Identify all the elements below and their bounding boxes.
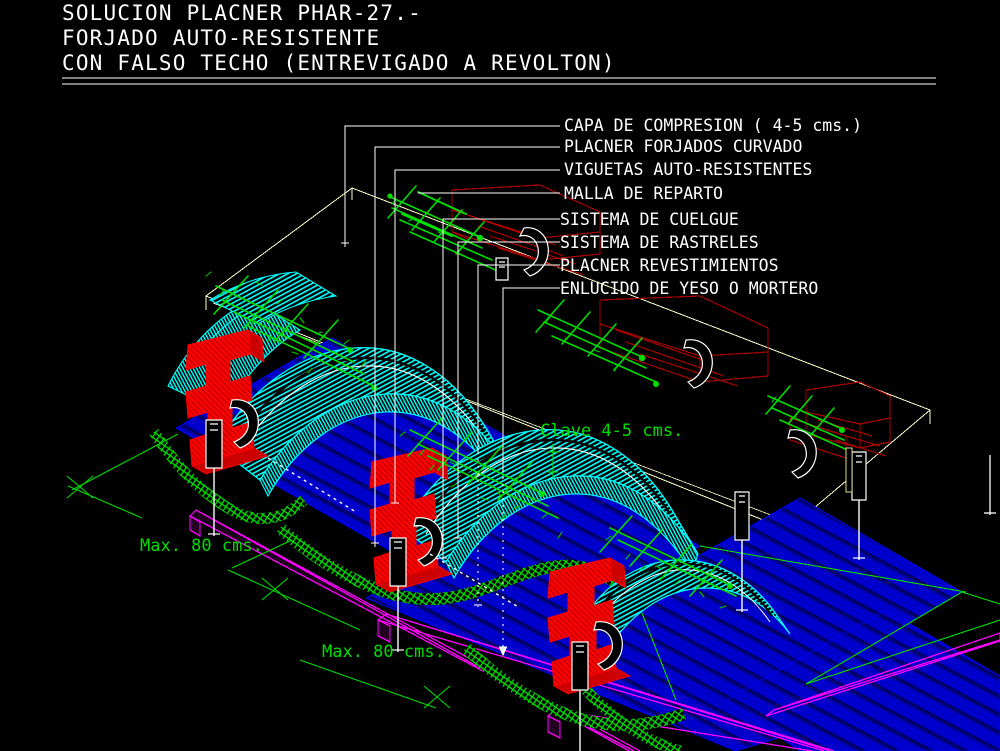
concrete-aggregate-speckle [205,198,827,609]
panel-joint-marks [267,457,521,609]
title-line-3: CON FALSO TECHO (ENTREVIGADO A REVOLTON) [62,51,616,75]
dimension-label-1: Max. 80 cms. [322,642,445,662]
vault-2 [401,428,699,580]
joist-wire-2 [599,295,769,387]
callout-label-4: SISTEMA DE CUELGUE [560,210,739,229]
dimension-1 [66,433,179,519]
vault-3 [591,559,791,642]
title-line-2: FORJADO AUTO-RESISTENTE [62,26,380,50]
callout-label-0: CAPA DE COMPRESION ( 4-5 cms.) [564,116,862,135]
callout-label-1: PLACNER FORJADOS CURVADO [564,137,802,156]
hanger-5 [683,339,713,389]
mortar-band-3 [461,643,686,732]
vault-1 [215,346,513,498]
mesh-group-5 [407,417,559,519]
callout-leader-arrows [474,604,508,657]
callout-leaders-dotted [477,452,504,655]
hanger-9 [592,600,604,634]
callout-label-6: PLACNER REVESTIMIENTOS [560,256,779,275]
ceiling-plate-edges [639,545,1000,701]
callout-label-2: VIGUETAS AUTO-RESISTENTES [564,160,812,179]
rastrel-rail-4 [765,632,1000,717]
callout-label-5: SISTEMA DE RASTRELES [560,233,759,252]
mesh-group-4 [213,275,377,391]
hanger-7 [734,491,750,612]
callout-label-3: MALLA DE REPARTO [564,184,723,203]
hanger-2 [389,517,443,652]
joist-wire-1 [451,184,601,276]
dimension-2 [227,569,451,709]
reinforcement-mesh [213,185,853,597]
dimension-3 [231,539,293,569]
hanger-1 [205,399,259,536]
callout-labels: CAPA DE COMPRESION ( 4-5 cms.) PLACNER F… [560,116,862,298]
clave-leader [547,444,559,478]
dimension-label-0: Max. 80 cms. [140,536,263,556]
dimension-labels: Max. 80 cms. Max. 80 cms. Clave 4-5 cms. [140,421,683,662]
mesh-group-2 [535,299,659,387]
dimension-label-2: Clave 4-5 cms. [540,421,683,441]
hanger-drop-rods [984,455,996,515]
title-line-1: SOLUCION PLACNER PHAR-27.- [62,1,422,25]
mortar-band-1 [149,429,308,524]
hanger-4 [787,429,867,560]
hanger-6 [495,227,549,281]
ceiling-panel-4 [725,609,1000,751]
hanger-3 [571,621,623,751]
callout-label-7: ENLUCIDO DE YESO O MORTERO [560,279,818,298]
hanger-system [205,227,867,751]
mortar-band-4 [581,686,682,751]
dimension-lines [66,433,559,709]
mesh-group-6 [599,515,737,597]
hanger-10 [597,736,611,751]
title-block: SOLUCION PLACNER PHAR-27.- FORJADO AUTO-… [62,1,936,85]
callout-leaders [341,125,560,559]
mesh-group-3 [765,385,853,453]
